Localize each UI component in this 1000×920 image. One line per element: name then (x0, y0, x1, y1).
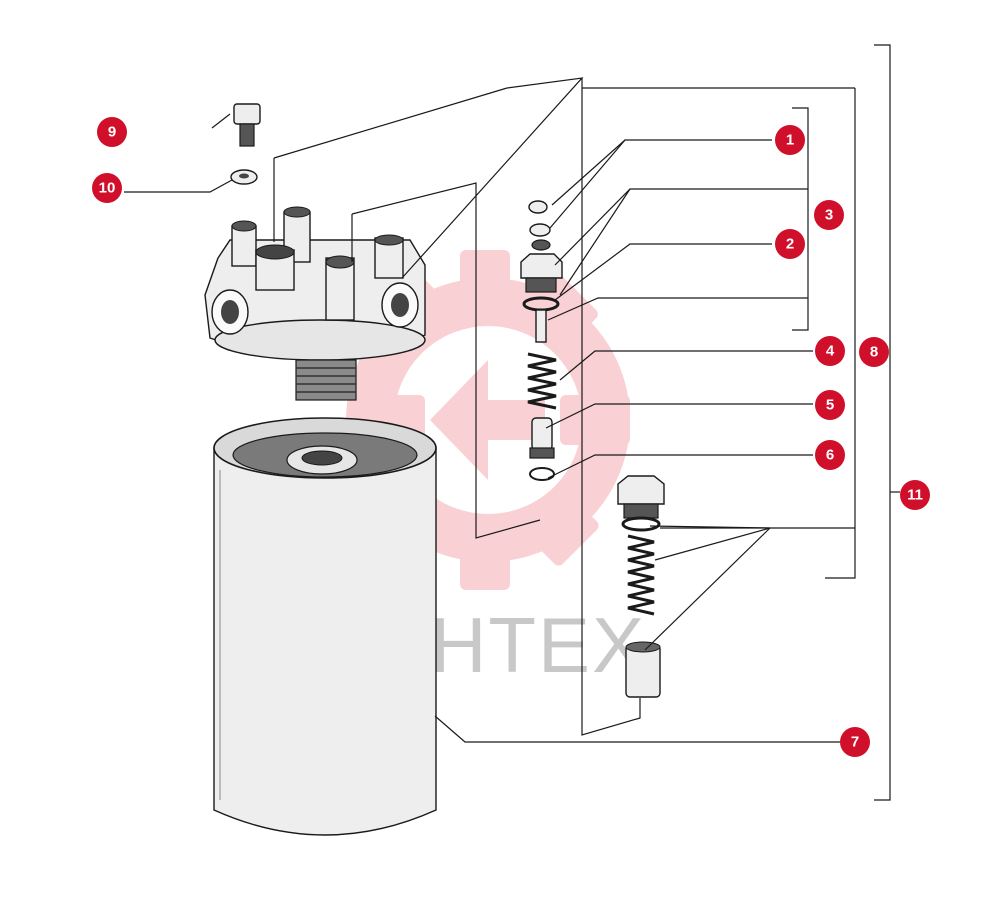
washer-part (230, 169, 258, 185)
callout-4: 4 (815, 336, 845, 366)
filter-head (204, 206, 426, 401)
callout-8: 8 (859, 337, 889, 367)
callout-5: 5 (815, 390, 845, 420)
callout-label: 10 (99, 180, 116, 197)
leader-lines (124, 44, 900, 801)
callout-label: 5 (826, 397, 834, 414)
callout-label: 3 (825, 207, 833, 224)
callout-label: 4 (826, 343, 835, 360)
callout-1: 1 (775, 125, 805, 155)
callout-3: 3 (814, 200, 844, 230)
callout-label: 1 (786, 132, 794, 149)
callout-10: 10 (92, 173, 122, 203)
callout-label: 7 (851, 734, 859, 751)
valve-assembly (520, 200, 563, 481)
bolt-part (233, 103, 261, 147)
callout-9: 9 (97, 117, 127, 147)
callout-7: 7 (840, 727, 870, 757)
callout-11: 11 (900, 480, 930, 510)
filter-canister (213, 417, 437, 836)
callout-label: 6 (826, 447, 834, 464)
callout-2: 2 (775, 229, 805, 259)
callout-label: 11 (907, 487, 923, 504)
callout-6: 6 (815, 440, 845, 470)
callout-label: 2 (786, 236, 794, 253)
callout-label: 9 (108, 124, 116, 141)
callout-label: 8 (870, 344, 878, 361)
bypass-valve-parts (617, 475, 665, 698)
